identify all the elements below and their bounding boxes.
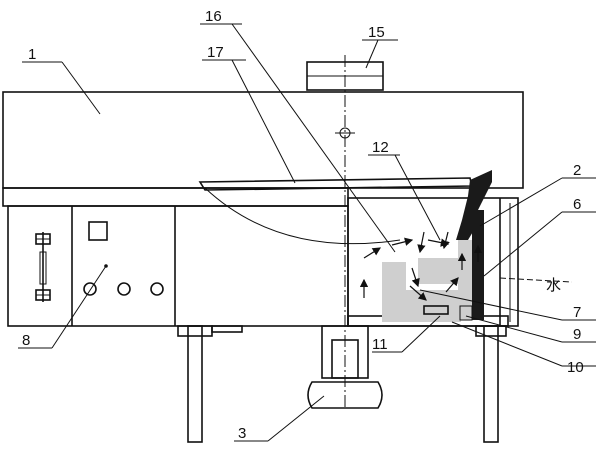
label-2: 2 (573, 162, 581, 179)
drain-assembly (307, 325, 383, 409)
level-gauge (35, 232, 51, 302)
flow-arrows (359, 231, 483, 301)
label-16: 16 (205, 8, 222, 25)
label-15: 15 (368, 24, 385, 41)
annotation-mark: 水 (546, 277, 561, 294)
lower-body (7, 205, 349, 327)
heating-plate (472, 210, 484, 320)
label-9: 9 (573, 326, 581, 343)
middle-band (2, 187, 349, 207)
gray-components (382, 240, 473, 322)
baffle-wedge (456, 170, 492, 240)
label-7: 7 (573, 304, 581, 321)
outlet-line (499, 277, 573, 283)
label-10: 10 (567, 359, 584, 376)
label-3: 3 (238, 425, 246, 442)
label-1: 1 (28, 46, 36, 63)
label-17: 17 (207, 44, 224, 61)
leader-lines (18, 23, 596, 442)
label-8: 8 (22, 332, 30, 349)
upper-housing (2, 91, 524, 189)
label-12: 12 (372, 139, 389, 156)
control-panel (83, 221, 164, 296)
label-6: 6 (573, 196, 581, 213)
label-11: 11 (372, 336, 388, 353)
legs (177, 325, 507, 443)
center-marker (335, 127, 355, 139)
part-labels: 1 16 17 15 12 2 6 7 9 10 11 8 3 (22, 8, 584, 442)
